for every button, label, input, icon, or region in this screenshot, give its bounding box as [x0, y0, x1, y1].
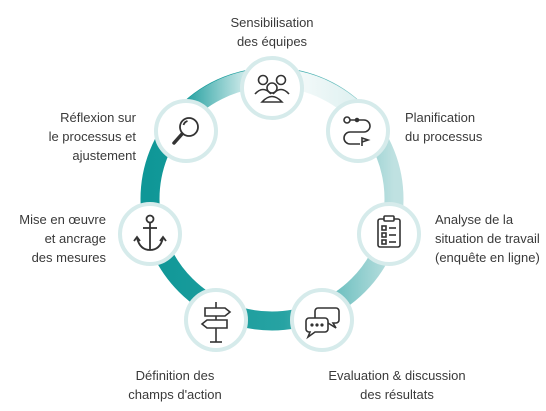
- step-node-3: [357, 202, 421, 266]
- step-label-4: Evaluation & discussion des résultats: [328, 368, 466, 402]
- signpost-icon: [200, 302, 232, 343]
- step-node-6: [118, 202, 182, 266]
- clipboard-checklist-icon: [377, 215, 401, 248]
- step-label-5: Définition des champs d'action: [128, 368, 222, 402]
- step-label-2: Planification du processus: [405, 110, 483, 144]
- step-node-2: [326, 99, 390, 163]
- route-icon: [343, 116, 371, 146]
- anchor-icon: [133, 214, 167, 251]
- step-label-3: Analyse de la situation de travail (enqu…: [435, 212, 540, 265]
- step-node-5: [184, 288, 248, 352]
- step-label-7: Réflexion sur le processus et ajustement: [48, 110, 136, 163]
- chat-bubbles-icon: [305, 307, 340, 340]
- team-icon: [254, 74, 290, 103]
- step-node-7: [154, 99, 218, 163]
- step-node-4: [290, 288, 354, 352]
- step-label-1: Sensibilisation des équipes: [230, 15, 314, 49]
- step-node-1: [240, 56, 304, 120]
- magnifier-icon: [172, 117, 199, 145]
- step-label-6: Mise en œuvre et ancrage des mesures: [19, 212, 106, 265]
